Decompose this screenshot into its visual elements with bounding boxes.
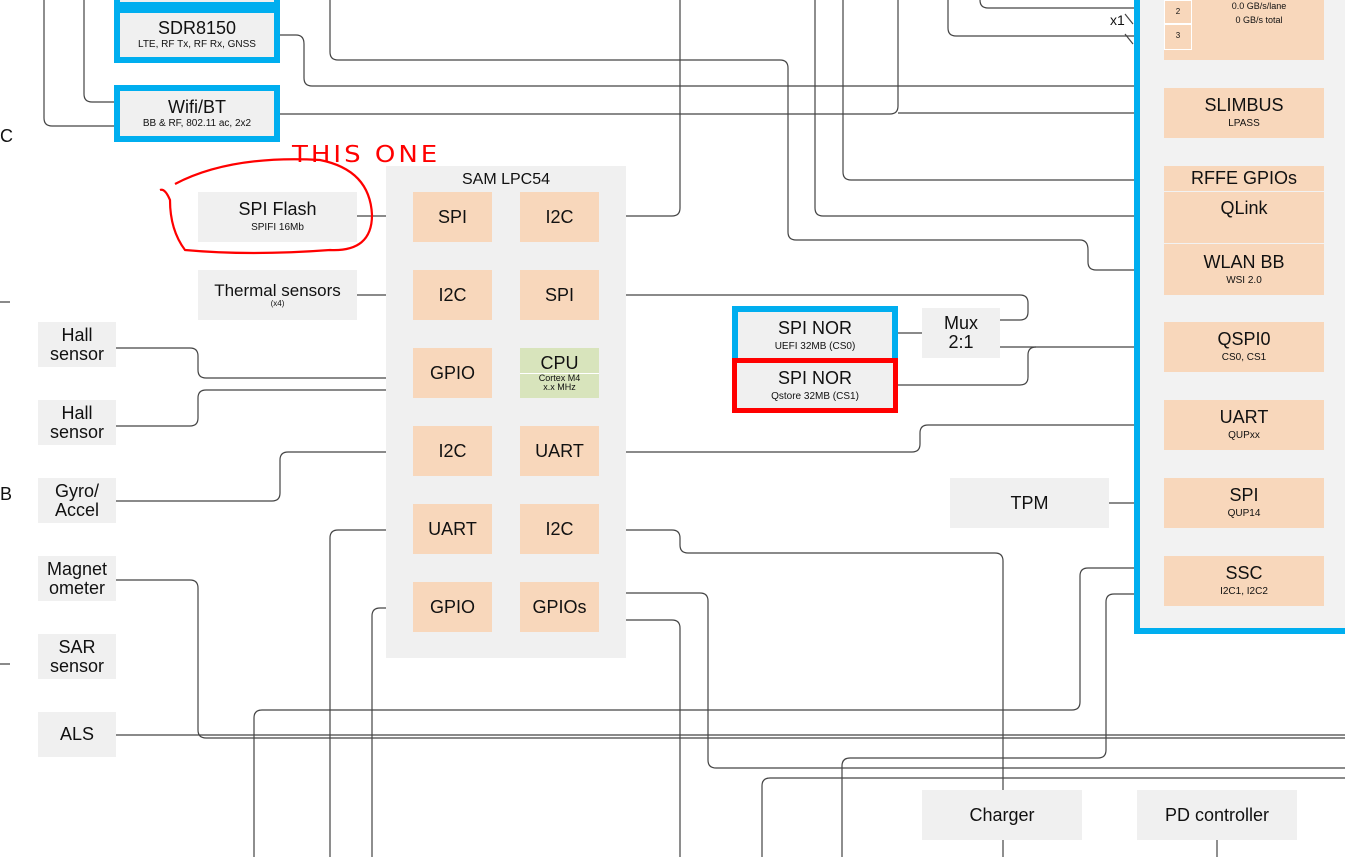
gyro-accel-sensor: Gyro/ Accel [38,478,116,523]
block-title: SPI NOR [777,318,852,339]
qlink-block: QLink [1164,192,1324,243]
block-title: SPI Flash [238,199,317,220]
block-sub: BB & RF, 802.11 ac, 2x2 [142,117,252,129]
handwritten-annotation: THIS ONE [292,141,441,169]
tpm-block: TPM [950,478,1109,528]
mcu-spi-port: SPI [413,192,492,242]
mcu-i2c-port: I2C [520,192,599,242]
mcu-uart-port: UART [520,426,599,476]
mcu-uart-port: UART [413,504,492,554]
block-title: SAM LPC54 [461,171,551,188]
block-title: SSC [1225,563,1263,584]
lane-count-label: x1 [1110,12,1125,28]
charger-block: Charger [922,790,1082,840]
block-title: Thermal sensors [214,280,341,300]
sam-lpc54-block: SAM LPC54 [386,166,626,658]
sar-sensor: SAR sensor [38,634,116,679]
pd-controller-block: PD controller [1137,790,1297,840]
edge-letter: C [0,126,13,146]
rf-block-top [114,0,280,8]
thermal-sensors-block: Thermal sensors(x4) [198,270,357,320]
block-sub: SPIFI 16Mb [251,222,304,234]
mcu-gpio-port: GPIO [413,348,492,398]
mcu-i2c-port: I2C [413,270,492,320]
block-sub: Cortex M4 [520,372,599,383]
lane-cell: 2 [1164,0,1192,25]
spi-block: SPI QUP14 [1164,478,1324,528]
wlan-bb-block: WLAN BB WSI 2.0 [1164,244,1324,295]
block-sub: LTE, RF Tx, RF Rx, GNSS [138,39,256,51]
edge-letter: B [0,484,13,504]
magnetometer-sensor: Magnet ometer [38,556,116,601]
block-title: WLAN BB [1203,251,1285,272]
spi-nor-uefi: SPI NOR UEFI 32MB (CS0) [732,306,898,360]
block-title: SPI NOR [777,367,852,388]
block-sub: CS0, CS1 [1221,352,1267,364]
block-sub: x.x MHz [543,381,576,392]
block-sub: QUPxx [1228,430,1260,442]
lane-rate: 0.0 GB/s/lane [1231,1,1287,11]
spi-nor-qstore: SPI NOR Qstore 32MB (CS1) [732,358,898,413]
block-sub: Qstore 32MB (CS1) [771,390,859,402]
block-sub: (x4) [270,298,285,308]
lane-cell: 3 [1164,23,1192,50]
block-title: UART [1219,407,1269,428]
mcu-spi-port: SPI [520,270,599,320]
block-title: CPU [540,352,579,373]
block-title: SDR8150 [157,18,237,39]
uart-block: UART QUPxx [1164,400,1324,450]
pcie-block: 2 3 0.0 GB/s/lane 0 GB/s total [1164,0,1324,60]
block-title: QSPI0 [1217,329,1271,350]
block-title: Wifi/BT [168,96,226,117]
slimbus-block: SLIMBUS LPASS [1164,88,1324,138]
block-sub: LPASS [1228,118,1260,130]
block-title: SPI [1229,485,1259,506]
mcu-i2c-port: I2C [520,504,599,554]
rffe-gpios-block: RFFE GPIOs [1164,166,1324,191]
block-sub: I2C1, I2C2 [1220,586,1268,598]
block-sub: WSI 2.0 [1226,274,1262,286]
total-rate: 0 GB/s total [1235,15,1283,25]
block-title: SLIMBUS [1204,95,1284,116]
als-sensor: ALS [38,712,116,757]
hall-sensor-1: Hall sensor [38,322,116,367]
block-title: QLink [1220,198,1268,218]
block-sub: QUP14 [1227,508,1261,520]
ssc-block: SSC I2C1, I2C2 [1164,556,1324,606]
block-sub: UEFI 32MB (CS0) [774,341,856,353]
mux-block: Mux 2:1 [922,308,1000,358]
mcu-gpios-port: GPIOs [520,582,599,632]
mcu-gpio-port: GPIO [413,582,492,632]
mcu-i2c-port: I2C [413,426,492,476]
hall-sensor-2: Hall sensor [38,400,116,445]
